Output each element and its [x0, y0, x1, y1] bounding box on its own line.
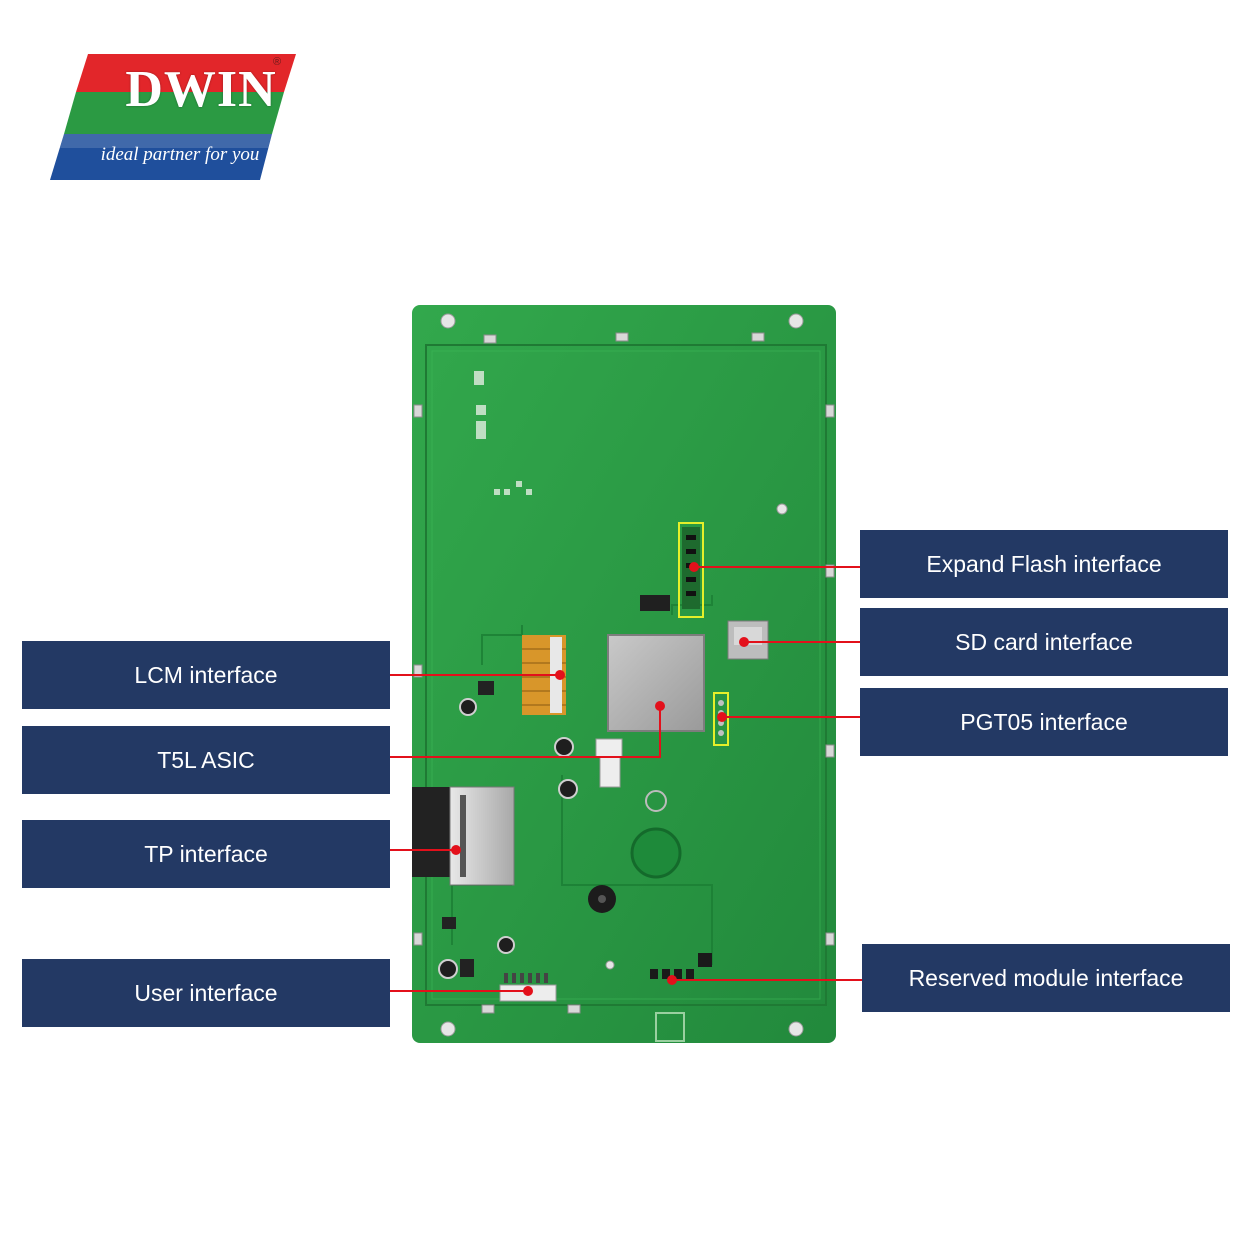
- logo-brand-text: DWIN: [125, 61, 277, 118]
- label-tp-interface: TP interface: [22, 820, 390, 888]
- label-lcm-interface: LCM interface: [22, 641, 390, 709]
- label-t5l-asic: T5L ASIC: [22, 726, 390, 794]
- logo-tagline: ideal partner for you: [100, 144, 260, 165]
- label-sd-card-interface: SD card interface: [860, 608, 1228, 676]
- label-expand-flash-interface: Expand Flash interface: [860, 530, 1228, 598]
- label-reserved-module-interface: Reserved module interface: [862, 944, 1230, 1012]
- registered-mark: ®: [273, 56, 282, 68]
- dwin-logo: DWIN ideal partner for you ®: [48, 52, 300, 184]
- label-pgt05-interface: PGT05 interface: [860, 688, 1228, 756]
- label-user-interface: User interface: [22, 959, 390, 1027]
- logo-graphic: [50, 54, 296, 180]
- pcb-board-image: [410, 305, 836, 1043]
